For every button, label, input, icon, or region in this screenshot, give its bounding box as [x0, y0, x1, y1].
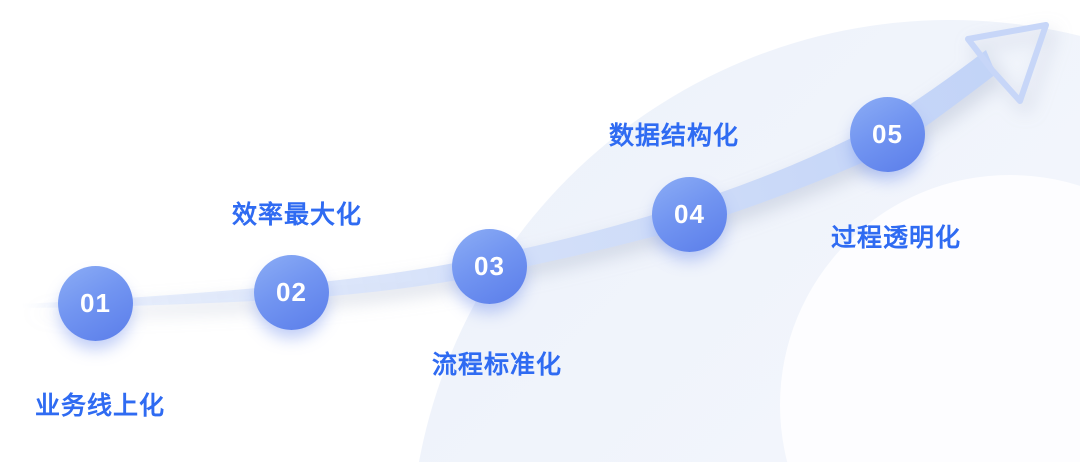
- step-label-03: 流程标准化: [432, 351, 563, 379]
- arrow-head: [965, 22, 1049, 104]
- step-label-04: 数据结构化: [609, 122, 740, 150]
- step-circle-04: 04: [652, 177, 727, 252]
- step-number: 04: [674, 199, 705, 229]
- step-circle-03: 03: [452, 229, 527, 304]
- step-circle-01: 01: [58, 266, 133, 341]
- step-number: 01: [80, 288, 111, 318]
- step-circle-05: 05: [850, 97, 925, 172]
- step-label-01: 业务线上化: [35, 392, 166, 420]
- step-label-02: 效率最大化: [232, 201, 363, 229]
- step-number: 03: [474, 251, 505, 281]
- step-circle-02: 02: [254, 255, 329, 330]
- step-number: 05: [872, 119, 903, 149]
- step-number: 02: [276, 277, 307, 307]
- step-label-05: 过程透明化: [831, 224, 962, 252]
